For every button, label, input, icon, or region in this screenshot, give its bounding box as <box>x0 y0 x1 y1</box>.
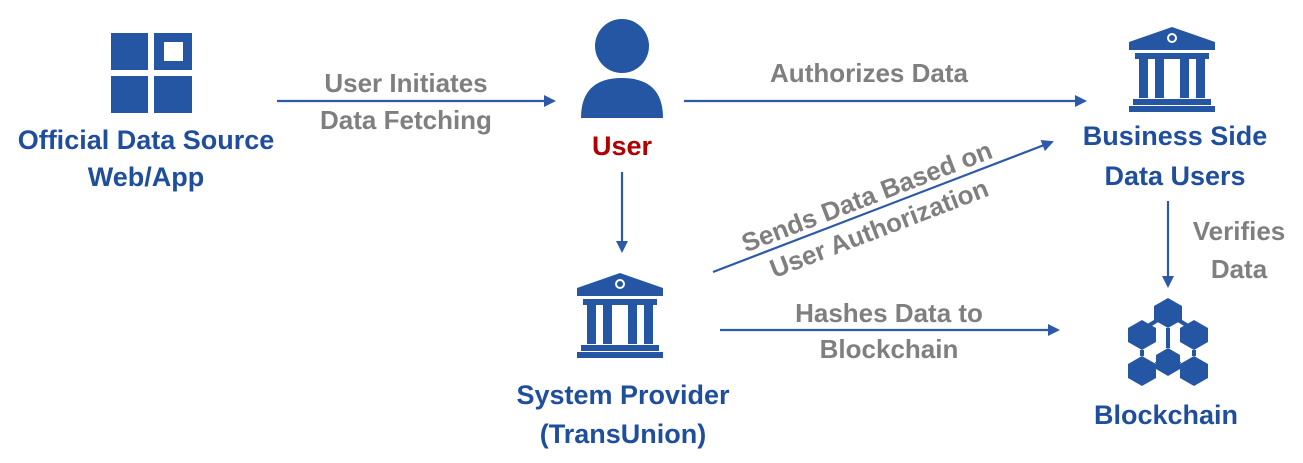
user-label: User <box>592 131 653 161</box>
edge-label-hashes-line2: Blockchain <box>820 334 959 364</box>
edge-label-initiates-line2: Data Fetching <box>320 105 492 135</box>
grid-app-icon <box>111 33 192 113</box>
business-label-line1: Business Side <box>1083 121 1268 151</box>
user-icon <box>581 19 663 118</box>
institution-icon <box>577 273 663 358</box>
source-label-line2: Web/App <box>88 162 205 192</box>
edge-label-initiates-line1: User Initiates <box>324 68 487 98</box>
provider-label-line2: (TransUnion) <box>540 419 707 449</box>
edge-label-verifies-line1: Verifies <box>1193 216 1286 246</box>
institution-icon <box>1129 27 1215 112</box>
edge-label-hashes-line1: Hashes Data to <box>795 298 983 328</box>
edge-label-verifies-line2: Data <box>1211 254 1268 284</box>
blockchain-icon <box>1128 298 1208 386</box>
blockchain-label: Blockchain <box>1094 400 1238 430</box>
edge-sends <box>712 139 1054 274</box>
provider-label-line1: System Provider <box>516 380 730 410</box>
source-label-line1: Official Data Source <box>18 125 275 155</box>
business-label-line2: Data Users <box>1104 161 1245 191</box>
edge-label-authorizes: Authorizes Data <box>770 58 968 88</box>
